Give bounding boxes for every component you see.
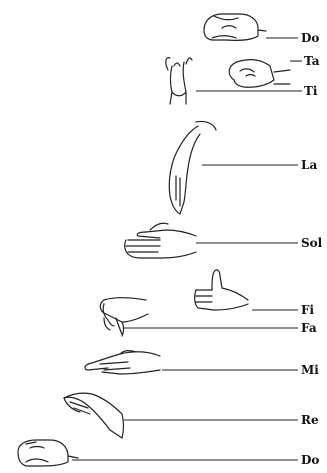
sign-ti: Ti bbox=[166, 58, 318, 104]
thumb-up-hand-icon bbox=[195, 270, 248, 310]
flat-hand-icon bbox=[125, 223, 196, 258]
sign-sol: Sol bbox=[125, 223, 323, 258]
label-sol: Sol bbox=[301, 236, 323, 250]
label-do-high: Do bbox=[301, 31, 319, 45]
pointing-up-hand-icon bbox=[166, 58, 192, 104]
sign-fa: Fa bbox=[100, 298, 316, 336]
slanted-hand-icon bbox=[64, 393, 124, 438]
sign-ta: Ta bbox=[229, 54, 320, 87]
fist-hand-icon bbox=[18, 440, 78, 466]
sign-fi: Fi bbox=[195, 270, 315, 317]
label-ta: Ta bbox=[304, 54, 320, 68]
label-re: Re bbox=[301, 413, 319, 427]
sign-re: Re bbox=[64, 393, 319, 438]
drooping-hand-icon bbox=[169, 121, 216, 214]
label-la: La bbox=[301, 158, 317, 172]
fist-hand-icon bbox=[204, 14, 266, 40]
label-fa: Fa bbox=[301, 321, 317, 335]
sign-mi: Mi bbox=[85, 351, 319, 377]
label-do-low: Do bbox=[301, 453, 319, 467]
label-mi: Mi bbox=[301, 363, 319, 377]
sign-do-low: Do bbox=[18, 440, 319, 467]
thumb-down-hand-icon bbox=[100, 298, 148, 336]
label-ti: Ti bbox=[304, 84, 318, 98]
flat-palm-down-hand-icon bbox=[85, 351, 160, 374]
pinch-hand-icon bbox=[229, 60, 290, 88]
sign-la: La bbox=[169, 121, 317, 214]
sign-do-high: Do bbox=[204, 14, 319, 45]
label-fi: Fi bbox=[301, 303, 315, 317]
